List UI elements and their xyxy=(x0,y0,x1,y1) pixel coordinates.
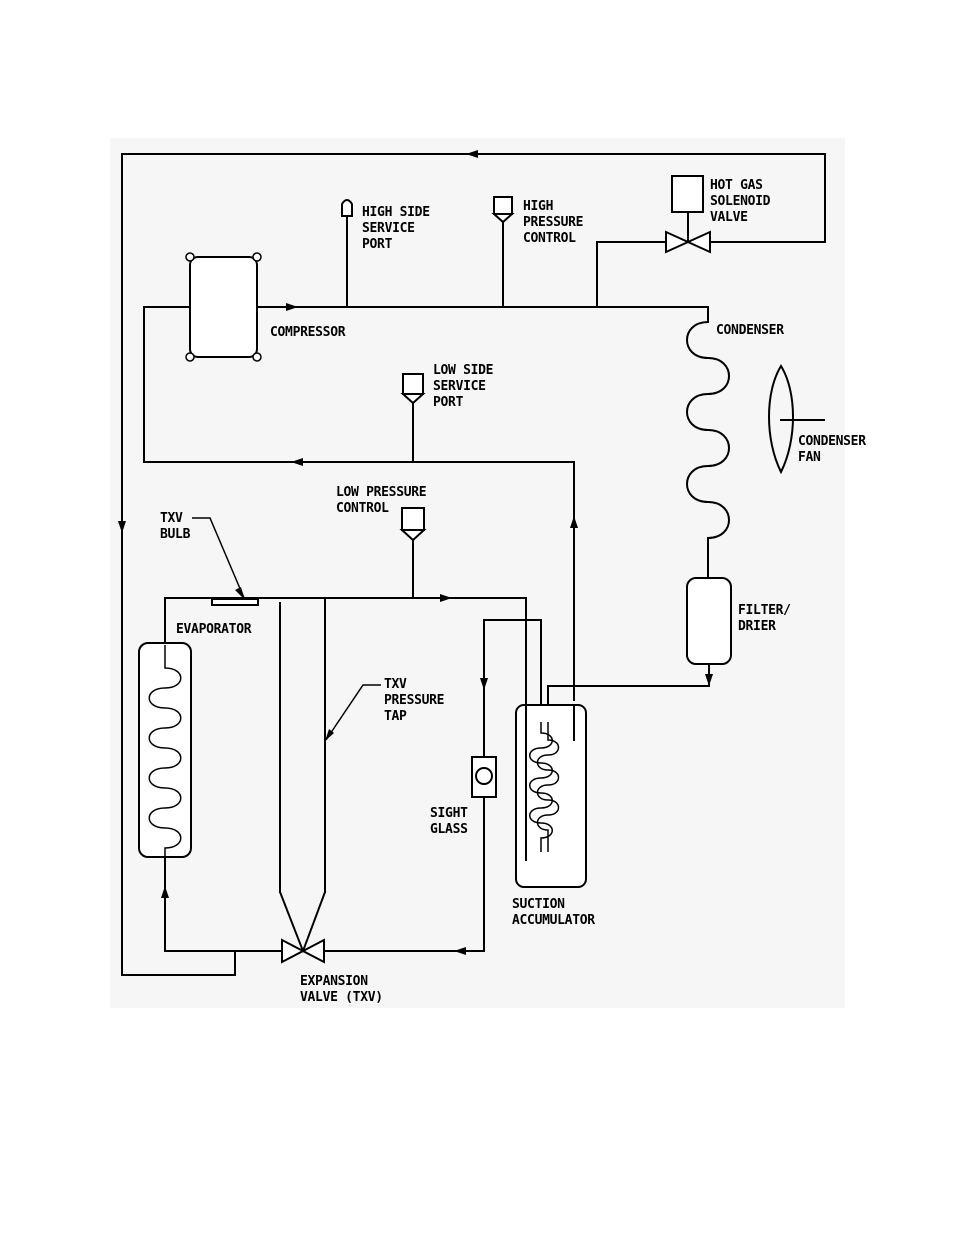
label-txv-pressure-tap-1: TXV xyxy=(384,677,407,692)
label-txv-bulb-1: TXV xyxy=(160,511,183,526)
label-high-pressure-control-1: HIGH xyxy=(523,199,553,214)
label-hot-gas-solenoid-valve-2: SOLENOID xyxy=(710,194,771,209)
label-high-side-service-port-1: HIGH SIDE xyxy=(362,205,430,220)
compressor xyxy=(186,253,261,361)
label-txv-pressure-tap-3: TAP xyxy=(384,709,407,724)
label-hot-gas-solenoid-valve-3: VALVE xyxy=(710,210,748,225)
label-high-pressure-control-2: PRESSURE xyxy=(523,215,583,230)
label-condenser-fan-2: FAN xyxy=(798,450,821,465)
high-side-service-port xyxy=(342,200,352,216)
label-sight-glass-1: SIGHT xyxy=(430,806,468,821)
label-low-side-service-port-1: LOW SIDE xyxy=(433,363,493,378)
label-evaporator: EVAPORATOR xyxy=(176,622,252,637)
label-expansion-valve-2: VALVE (TXV) xyxy=(300,990,383,1005)
label-condenser-fan-1: CONDENSER xyxy=(798,434,866,449)
label-high-side-service-port-3: PORT xyxy=(362,237,393,252)
sight-glass xyxy=(472,757,496,797)
label-hot-gas-solenoid-valve-1: HOT GAS xyxy=(710,178,763,193)
label-filter-drier-1: FILTER/ xyxy=(738,603,791,618)
label-compressor: COMPRESSOR xyxy=(270,325,346,340)
label-suction-accumulator-1: SUCTION xyxy=(512,897,565,912)
label-low-pressure-control-2: CONTROL xyxy=(336,501,389,516)
label-suction-accumulator-2: ACCUMULATOR xyxy=(512,913,595,928)
label-high-pressure-control-3: CONTROL xyxy=(523,231,576,246)
label-condenser: CONDENSER xyxy=(716,323,784,338)
label-low-side-service-port-3: PORT xyxy=(433,395,464,410)
label-high-side-service-port-2: SERVICE xyxy=(362,221,415,236)
label-expansion-valve-1: EXPANSION xyxy=(300,974,368,989)
label-low-pressure-control-1: LOW PRESSURE xyxy=(336,485,426,500)
label-low-side-service-port-2: SERVICE xyxy=(433,379,486,394)
evaporator xyxy=(139,643,191,857)
label-txv-bulb-2: BULB xyxy=(160,527,191,542)
label-filter-drier-2: DRIER xyxy=(738,619,776,634)
suction-accumulator xyxy=(516,705,586,887)
label-txv-pressure-tap-2: PRESSURE xyxy=(384,693,444,708)
label-sight-glass-2: GLASS xyxy=(430,822,468,837)
